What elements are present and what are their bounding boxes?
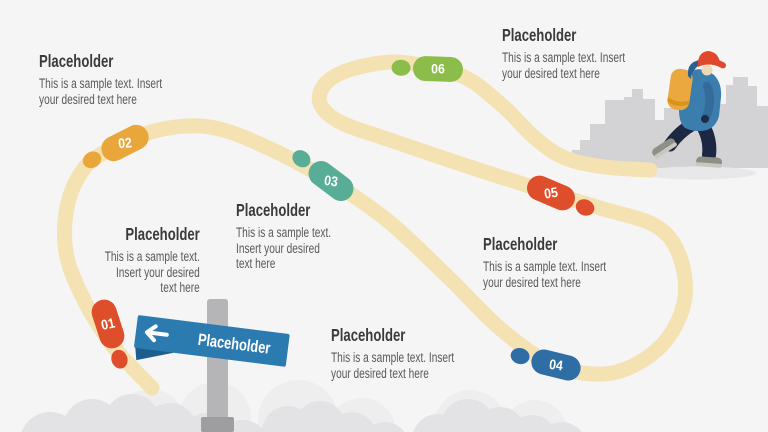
step-number: 03: [323, 172, 339, 190]
text-block-right-middle[interactable]: Placeholder This is a sample text. Inser…: [483, 234, 606, 290]
block-line: your desired text here: [483, 274, 581, 290]
hiker-arm: [701, 81, 714, 122]
block-line: This is a sample text. Insert: [39, 76, 163, 91]
step-number: 06: [431, 61, 445, 77]
block-line: This is a sample text.: [236, 225, 332, 240]
signpost: Placeholder: [134, 299, 290, 432]
left-arrow-icon: [144, 324, 169, 343]
block-heading: Placeholder: [502, 25, 577, 45]
block-line: This is a sample text.: [104, 249, 200, 264]
hiker-front-shoe: [695, 156, 723, 168]
step-number: 04: [548, 356, 564, 374]
block-line: This is a sample text. Insert: [502, 50, 626, 65]
block-heading: Placeholder: [331, 325, 406, 345]
block-line: This is a sample text. Insert: [483, 259, 607, 274]
step-marker-02[interactable]: 02: [78, 121, 153, 176]
block-line: your desired text here: [331, 365, 429, 381]
block-line: your desired text here: [39, 91, 137, 107]
block-heading: Placeholder: [39, 51, 114, 71]
bushes-front: [21, 394, 582, 432]
step-number: 02: [117, 134, 132, 151]
block-line: Insert your desired: [116, 264, 200, 280]
hiker-shadow: [640, 166, 756, 180]
city-skyline: [572, 77, 768, 168]
block-heading: Placeholder: [125, 224, 200, 244]
text-block-bottom-center[interactable]: Placeholder This is a sample text. Inser…: [331, 325, 454, 381]
hiker-head: [701, 64, 713, 76]
text-block-top-left[interactable]: Placeholder This is a sample text. Inser…: [39, 51, 162, 107]
sign-board[interactable]: [134, 315, 290, 367]
block-line: text here: [160, 280, 200, 295]
hiker-cap-brim: [712, 58, 726, 69]
step-number: 01: [100, 315, 117, 333]
step-marker-01[interactable]: 01: [88, 296, 134, 372]
hiker-hand: [701, 115, 709, 123]
signpost-base: [201, 417, 234, 432]
step-marker-05[interactable]: 05: [523, 172, 599, 223]
block-line: text here: [236, 256, 276, 271]
block-heading: Placeholder: [236, 200, 311, 220]
block-heading: Placeholder: [483, 234, 558, 254]
hiker-hood: [687, 59, 708, 79]
block-line: Insert your desired: [236, 240, 320, 256]
step-marker-03[interactable]: 03: [286, 143, 358, 206]
step-number: 05: [543, 184, 559, 202]
block-line: This is a sample text. Insert: [331, 350, 455, 365]
text-block-left-middle[interactable]: Placeholder This is a sample text. Inser…: [105, 224, 200, 296]
step-marker-04[interactable]: 04: [508, 342, 583, 384]
hiker-illustration: [652, 51, 726, 168]
step-marker-06[interactable]: 06: [391, 55, 463, 82]
signpost-pole: [207, 299, 228, 432]
text-block-center[interactable]: Placeholder This is a sample text. Inser…: [236, 200, 331, 272]
text-block-top-center[interactable]: Placeholder This is a sample text. Inser…: [502, 25, 625, 81]
hiker-backpack: [667, 68, 693, 111]
hiker-back-shoe: [652, 138, 677, 159]
block-line: your desired text here: [502, 65, 600, 81]
